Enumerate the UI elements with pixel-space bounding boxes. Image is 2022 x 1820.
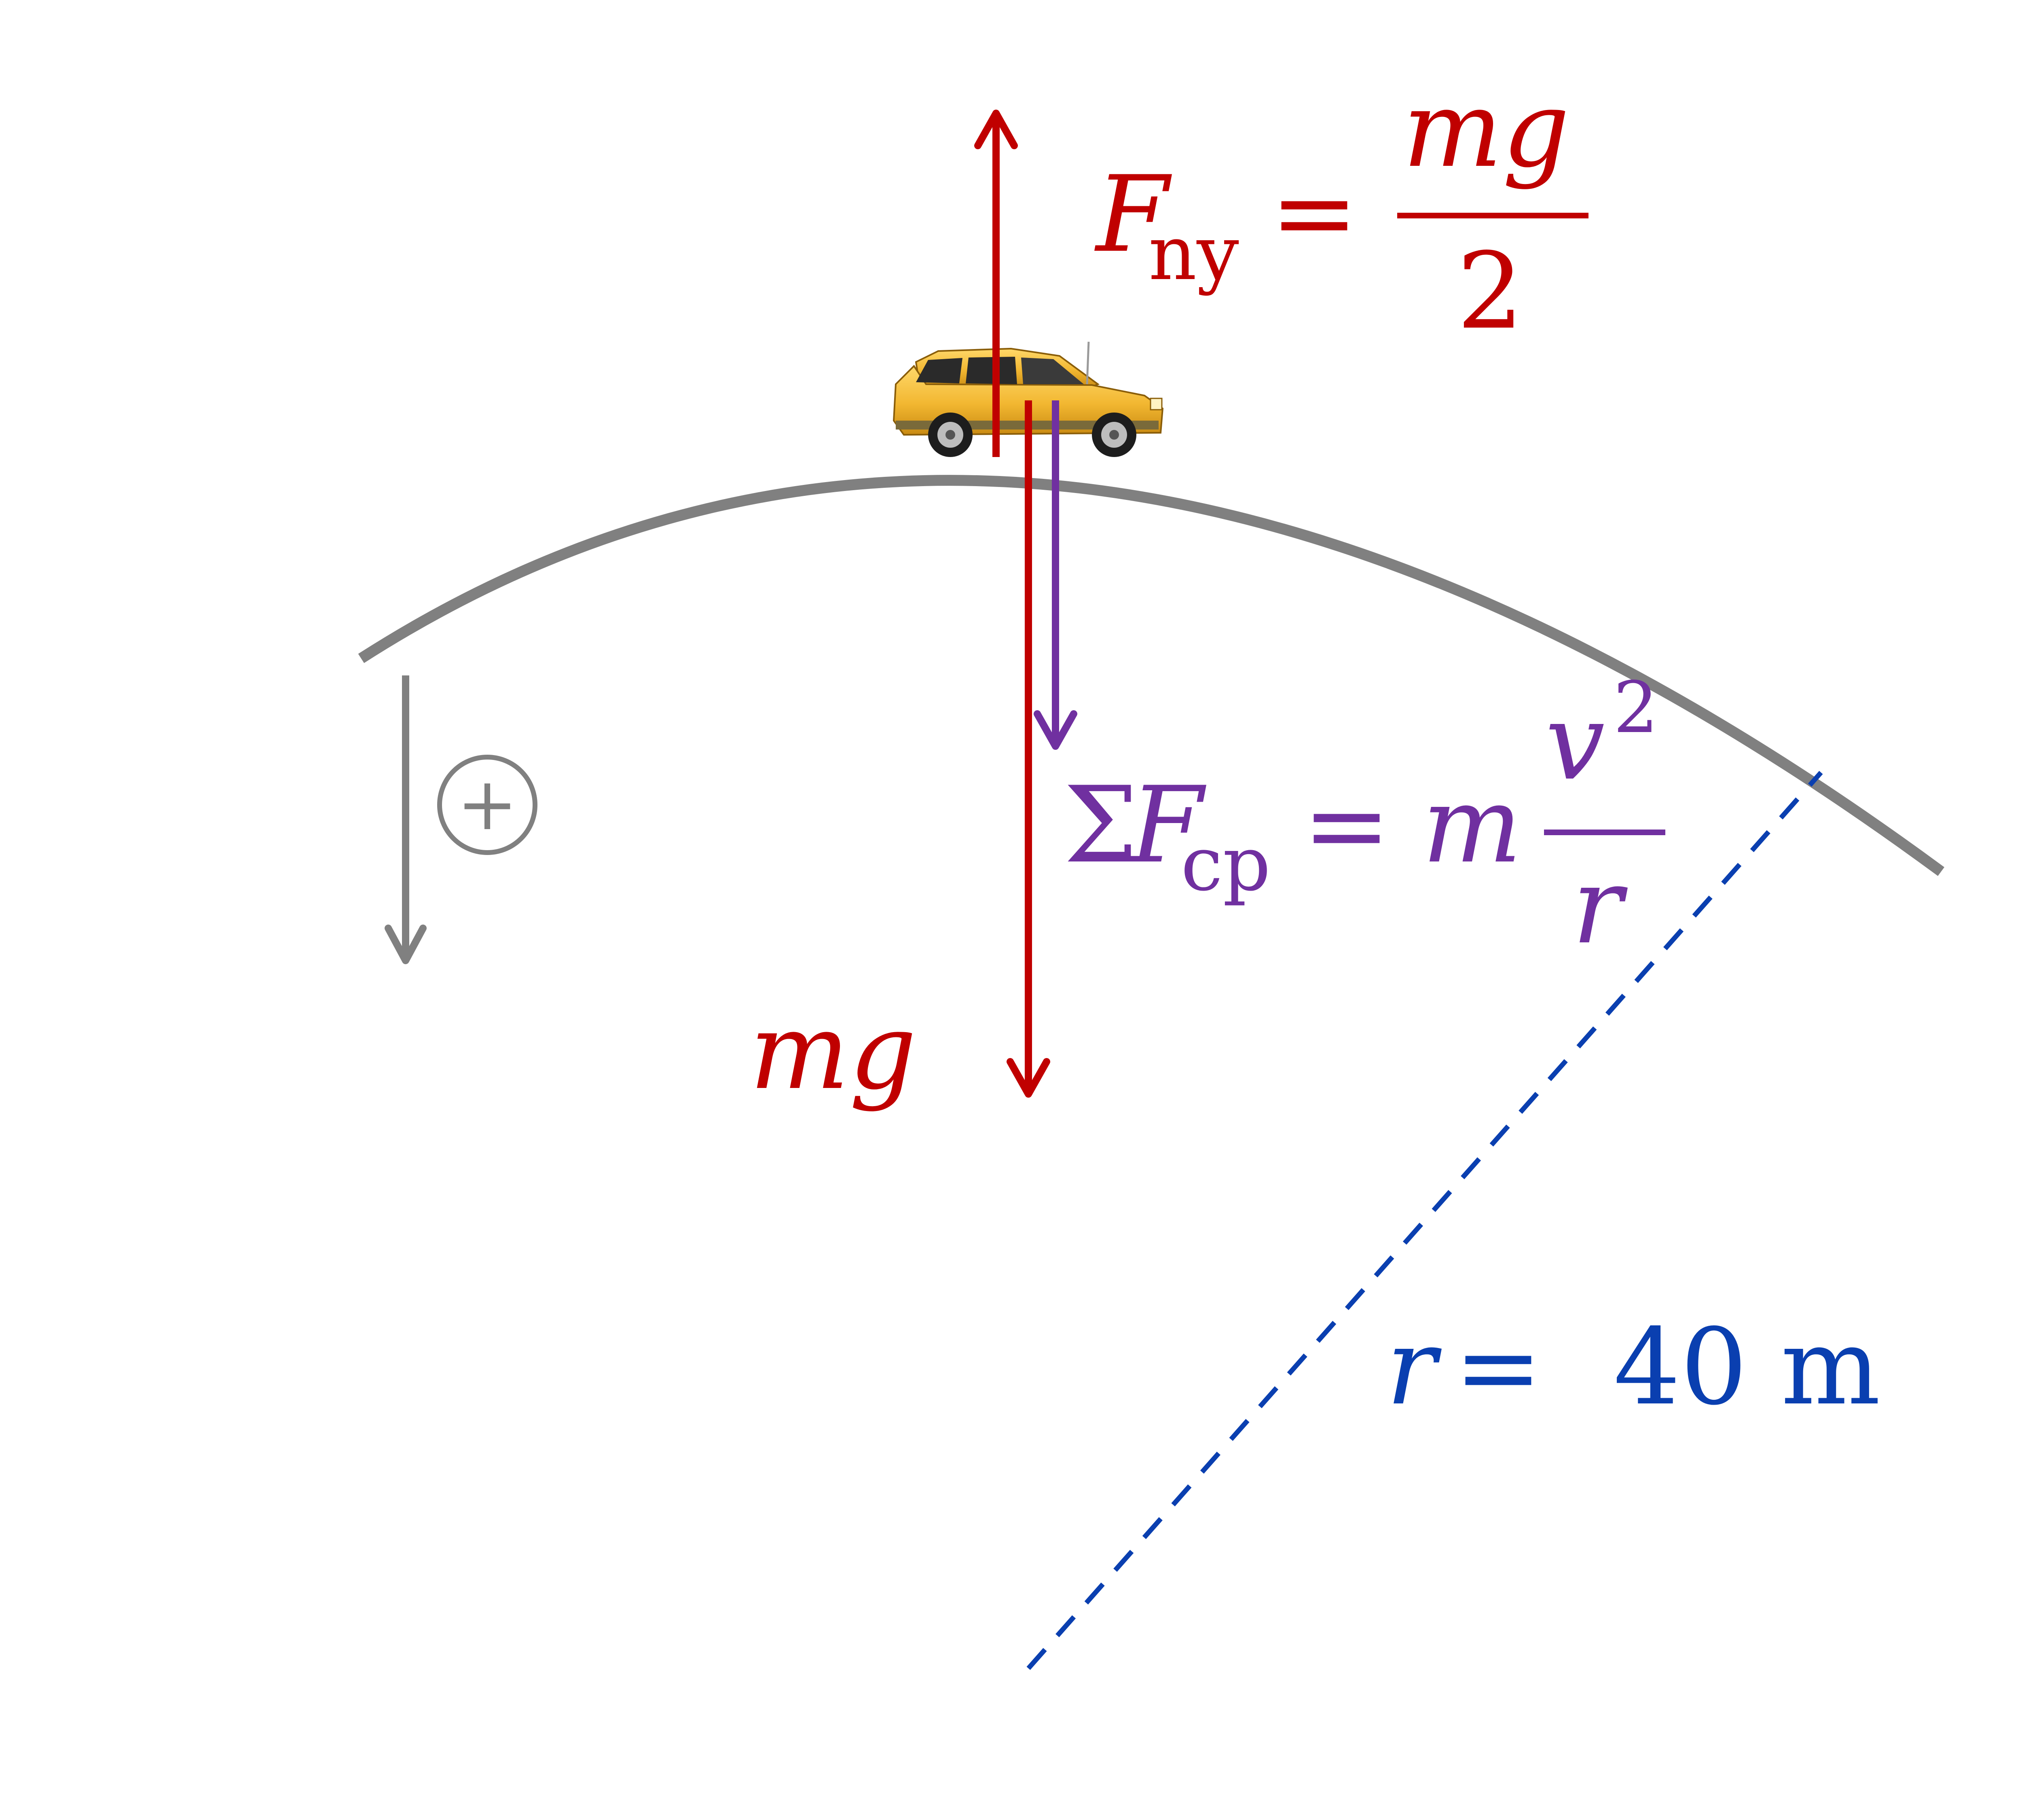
- car-window-middle: [966, 357, 1017, 384]
- centripetal-label: Σ F cp = m v 2 r: [1064, 667, 1665, 967]
- car-window-front: [1021, 358, 1084, 384]
- car-headlight: [1150, 398, 1163, 411]
- car-front-wheel: [1092, 413, 1136, 457]
- centripetal-sigma: Σ: [1064, 764, 1138, 887]
- normal-force-arrow: [974, 110, 1018, 457]
- normal-force-label: F ny = mg 2: [1094, 69, 1588, 353]
- centripetal-subscript: cp: [1181, 820, 1271, 908]
- centripetal-force-arrowhead: [1034, 710, 1077, 750]
- positive-direction-indicator: +: [385, 675, 537, 964]
- normal-force-denominator: 2: [1457, 231, 1523, 353]
- car-window-rear: [916, 358, 962, 383]
- weight-label: mg: [750, 991, 917, 1113]
- car-rear-wheel: [928, 413, 973, 457]
- positive-direction-arrowhead: [385, 925, 427, 964]
- normal-force-equals: =: [1270, 152, 1358, 274]
- radius-value: 40 m: [1614, 1306, 1880, 1428]
- car-icon: [893, 341, 1164, 457]
- centripetal-velocity: v: [1546, 681, 1605, 804]
- car-antenna: [1086, 341, 1090, 385]
- centripetal-equals: =: [1303, 764, 1391, 887]
- circled-plus-icon: [437, 755, 537, 855]
- road-arc: [358, 475, 1945, 876]
- weight-arrow: [1007, 400, 1050, 1098]
- normal-force-numerator: mg: [1403, 69, 1570, 191]
- radius-line: [1026, 771, 1823, 1670]
- normal-force-subscript: ny: [1148, 210, 1239, 297]
- normal-force-arrowhead: [974, 110, 1018, 149]
- centripetal-mass: m: [1422, 764, 1522, 887]
- positive-sign: +: [457, 762, 518, 847]
- radius-label: r = 40 m: [1386, 1306, 1880, 1428]
- normal-force-symbol: F: [1094, 154, 1173, 276]
- centripetal-exponent: 2: [1613, 667, 1658, 749]
- radius-symbol: r: [1386, 1306, 1442, 1428]
- centripetal-radius: r: [1572, 845, 1628, 967]
- centripetal-symbol: F: [1129, 764, 1208, 887]
- centripetal-force-arrow: [1034, 400, 1077, 750]
- radius-equals: =: [1454, 1306, 1542, 1428]
- weight-arrowhead: [1007, 1058, 1050, 1098]
